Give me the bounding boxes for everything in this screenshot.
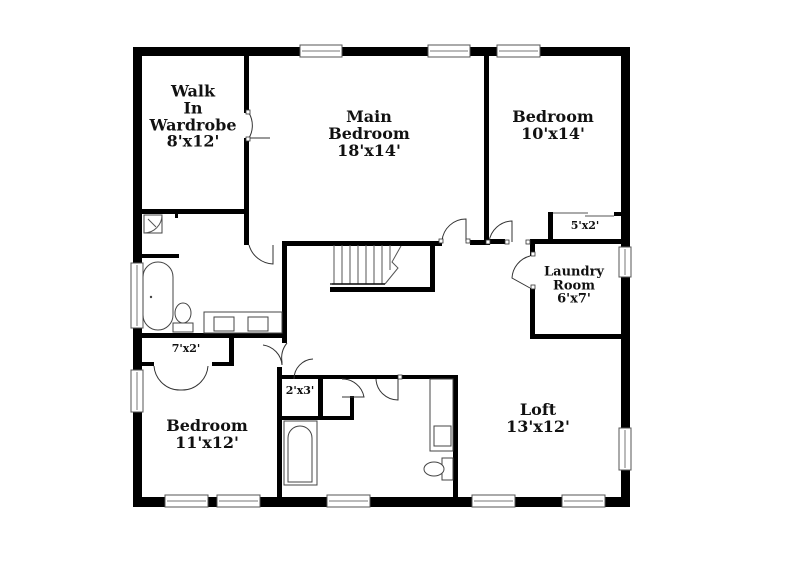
room-dimensions: 6'x7' (557, 291, 591, 307)
room-label-linen-closet: 2'x3' (286, 385, 315, 397)
room-dimensions: 5'x2' (570, 219, 600, 233)
interior-walls (142, 56, 621, 497)
room-name: Room (553, 278, 595, 294)
room-name: Walk (170, 81, 216, 101)
room-label-bedroom-ne: Bedroom 10'x14' (512, 107, 594, 143)
room-name: In (183, 98, 203, 118)
room-label-closet-sw: 7'x2' (172, 343, 201, 355)
room-dimensions: 11'x12' (175, 433, 239, 452)
room-dimensions: 18'x14' (337, 140, 401, 160)
staircase (330, 245, 402, 285)
room-dimensions: 13'x12' (506, 417, 570, 436)
room-label-main-bedroom: Main Bedroom 18'x14' (328, 106, 410, 160)
room-name: Wardrobe (149, 115, 237, 134)
room-name: Laundry (544, 264, 604, 280)
room-dimensions: 10'x14' (521, 124, 585, 143)
windows (130, 44, 632, 508)
room-name: Loft (519, 400, 557, 420)
room-name: Main (346, 106, 392, 126)
room-name: Bedroom (166, 416, 248, 436)
fixtures (142, 212, 614, 486)
room-label-closet-ne: 5'x2' (571, 220, 600, 232)
room-label-laundry-room: Laundry Room 6'x7' (544, 264, 604, 307)
room-label-walk-in-wardrobe: Walk In Wardrobe 8'x12' (149, 83, 236, 150)
room-dimensions: 7'x2' (171, 342, 201, 356)
room-label-loft: Loft 13'x12' (506, 400, 570, 436)
room-name: Bedroom (512, 107, 594, 127)
doors (153, 109, 536, 401)
room-name: Bedroom (328, 123, 410, 143)
room-dimensions: 2'x3' (285, 384, 315, 398)
room-dimensions: 8'x12' (166, 131, 220, 151)
room-label-bedroom-sw: Bedroom 11'x12' (166, 416, 248, 452)
